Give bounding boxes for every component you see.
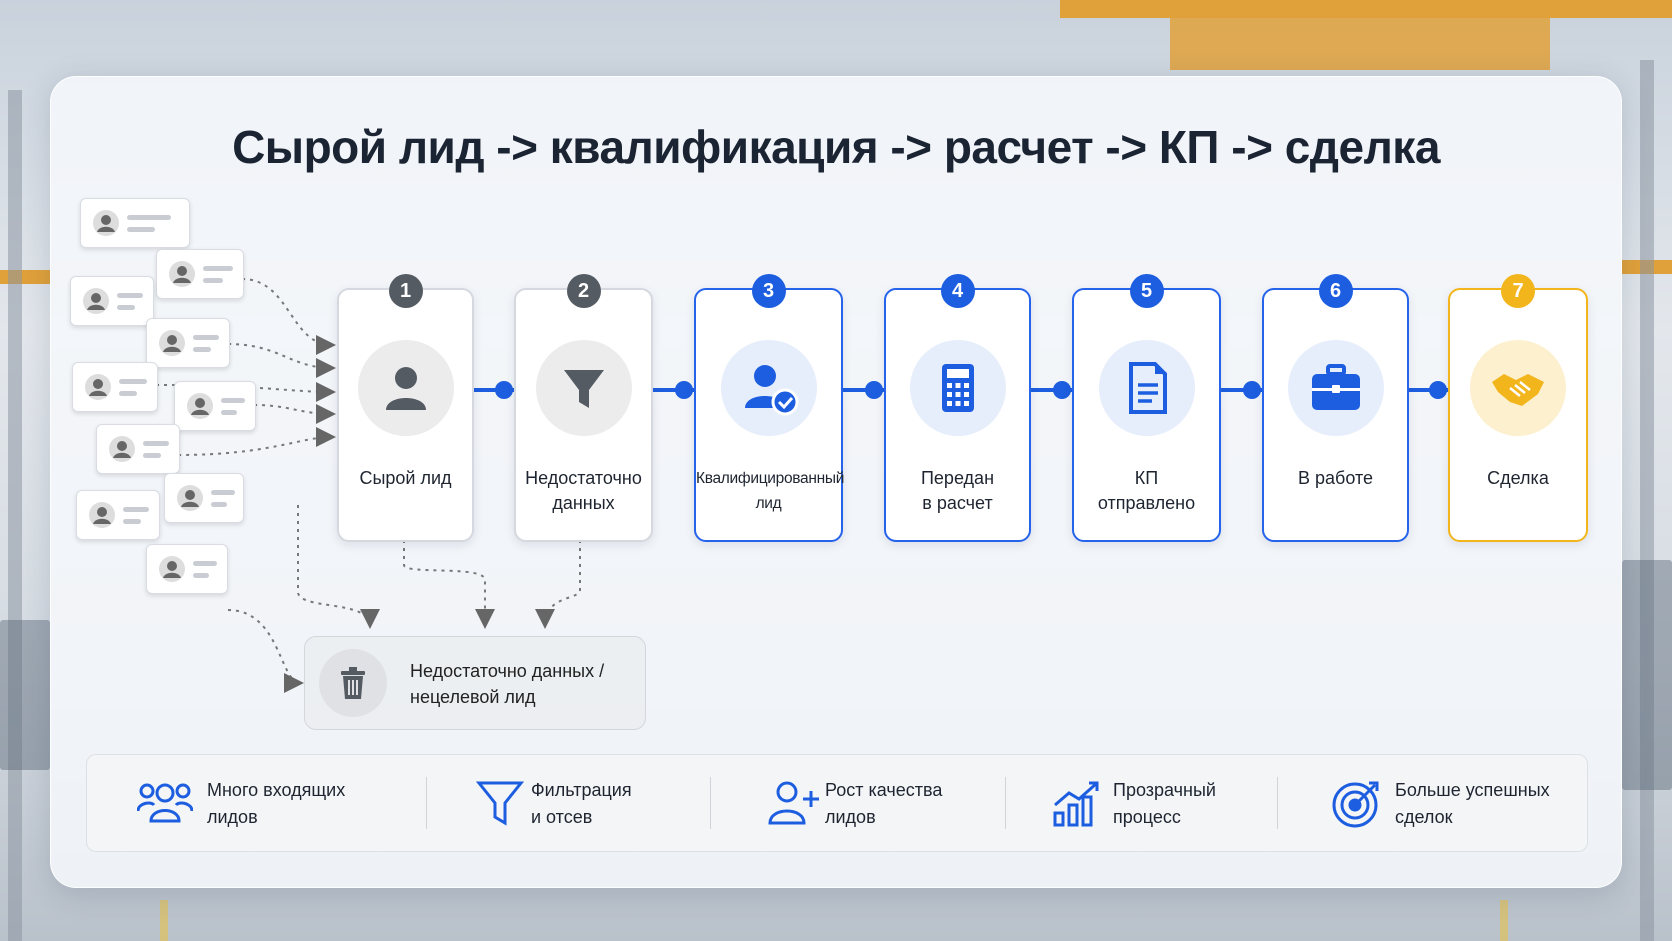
user-plus-icon [768,781,819,825]
user-avatar-icon [109,436,135,462]
filter-icon [475,781,525,826]
divider [1005,777,1006,829]
stage-number-badge: 4 [940,274,975,308]
chart-growth-icon [1053,781,1099,827]
lead-card [70,276,154,326]
user-avatar-icon [177,485,203,511]
stage-in-progress: 6 В работе [1262,274,1409,542]
handshake-icon [1492,374,1544,406]
divider [426,777,427,829]
page-title: Сырой лид -> квалификация -> расчет -> К… [232,121,1440,173]
stage-number-badge: 5 [1129,274,1164,308]
user-avatar-icon [93,210,119,236]
document-icon [1128,362,1167,414]
lead-card [164,473,244,523]
calculator-icon [941,364,974,412]
users-icon [137,783,193,823]
stage-raw-lead: 1 Сырой лид [337,274,474,542]
stage-number-badge: 2 [566,274,601,308]
lead-card [72,362,158,412]
divider [710,777,711,829]
user-avatar-icon [85,374,111,400]
discard-box: Недостаточно данных /нецелевой лид [304,636,646,730]
stage-number-badge: 1 [388,274,423,308]
stage-label: Сделка [1487,468,1549,488]
discard-label: Недостаточно данных /нецелевой лид [410,661,605,707]
stage-number-badge: 6 [1318,274,1353,308]
lead-card [80,198,190,248]
lead-card [174,381,256,431]
trash-icon [341,667,365,699]
stage-label: В работе [1297,468,1373,488]
stage-number-badge: 3 [751,274,786,308]
filter-icon [563,370,604,408]
briefcase-icon [1311,364,1360,410]
lead-card [146,318,230,368]
user-avatar-icon [159,330,185,356]
user-avatar-icon [159,556,185,582]
target-icon [1332,781,1379,828]
lead-card [76,490,160,540]
person-check-icon [744,365,798,416]
user-avatar-icon [187,393,213,419]
stage-label: Сырой лид [359,468,452,488]
stage-number-badge: 7 [1501,274,1535,308]
user-avatar-icon [83,288,109,314]
user-avatar-icon [89,502,115,528]
stage-deal: 7 Сделка [1448,274,1588,542]
person-icon [385,367,426,410]
lead-card [146,544,228,594]
user-avatar-icon [169,261,195,287]
divider [1277,777,1278,829]
lead-card [156,249,244,299]
lead-card [96,424,180,474]
